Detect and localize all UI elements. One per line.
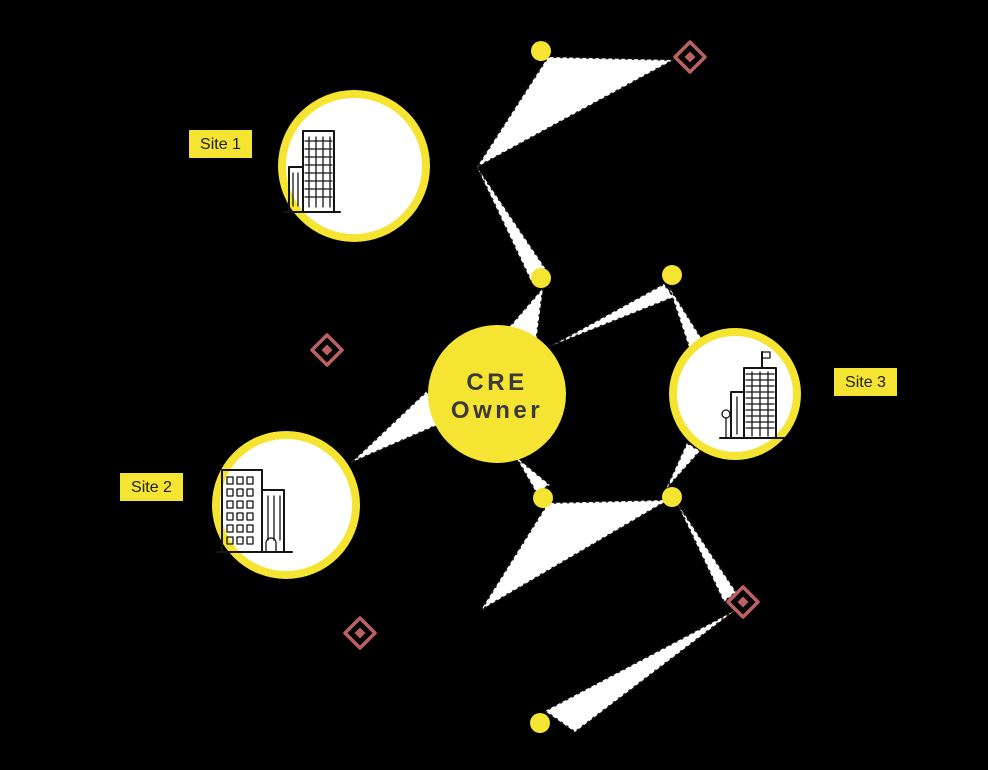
diamond-outline (726, 585, 760, 619)
building-door-arch (265, 537, 277, 553)
site1-label-box (189, 130, 252, 158)
beam-site1-middot (476, 166, 546, 284)
beam-cre-botleftdot (515, 456, 551, 493)
beam-site2-cre (351, 390, 443, 463)
site3-label-box (834, 368, 897, 396)
beam-topdot-diamond-site1 (476, 56, 674, 168)
cre-owner-label-line2: Owner (451, 397, 543, 424)
connection-beams (351, 56, 737, 733)
building-window-grid (304, 136, 333, 208)
diamond-center-dot (321, 344, 333, 356)
connector-dot-bottom (530, 713, 550, 733)
diamond-outline (343, 616, 377, 650)
diamond-center-dot (354, 627, 366, 639)
connector-dot-top (531, 41, 551, 61)
cre-owner-circle (428, 325, 566, 463)
building-annex-windows (267, 495, 281, 541)
skyscraper-building-icon (719, 351, 785, 439)
beam-botdots-triangle (480, 499, 669, 611)
diamond-markers (310, 40, 760, 650)
site1-label-text: Site 1 (200, 136, 241, 153)
diamond-outline (310, 333, 344, 367)
site3-label-text: Site 3 (845, 374, 886, 391)
building-wing-windows (292, 172, 299, 207)
diamond-center-dot (684, 51, 696, 63)
diamond-center-dot (737, 596, 749, 608)
diamond-marker-left (310, 333, 344, 367)
connector-dots (530, 41, 682, 733)
connector-dot-bottom-right (662, 487, 682, 507)
diamond-marker-bottom-right (726, 585, 760, 619)
site2-label-box (120, 473, 183, 501)
beam-diamond-bottomdot (544, 610, 735, 733)
connector-dot-mid-right (662, 265, 682, 285)
site2-label: Site 2 (120, 473, 183, 501)
site1-label: Site 1 (189, 130, 252, 158)
building-window-grid (226, 476, 254, 545)
beam-cre-rightupdot (552, 283, 675, 346)
diamond-outline (673, 40, 707, 74)
building-antenna-flag (761, 351, 771, 359)
cre-owner-label-line1: CRE (466, 369, 527, 396)
connector-dot-mid-left (531, 268, 551, 288)
building-window-grid (745, 371, 775, 437)
site3-label: Site 3 (834, 368, 897, 396)
beam-rightupdot-site3 (668, 286, 704, 351)
diamond-marker-top-right (673, 40, 707, 74)
beam-botrightdot-diamond (676, 502, 737, 603)
office-building-icon (283, 130, 341, 213)
apartment-building-icon (215, 469, 293, 553)
beam-botrightdot-site3 (665, 442, 701, 490)
site2-label-text: Site 2 (131, 479, 172, 496)
site3-circle (669, 328, 801, 460)
diamond-marker-bottom-left (343, 616, 377, 650)
cre-owner-node: CRE Owner (428, 325, 566, 463)
connector-dot-bottom-left (533, 488, 553, 508)
